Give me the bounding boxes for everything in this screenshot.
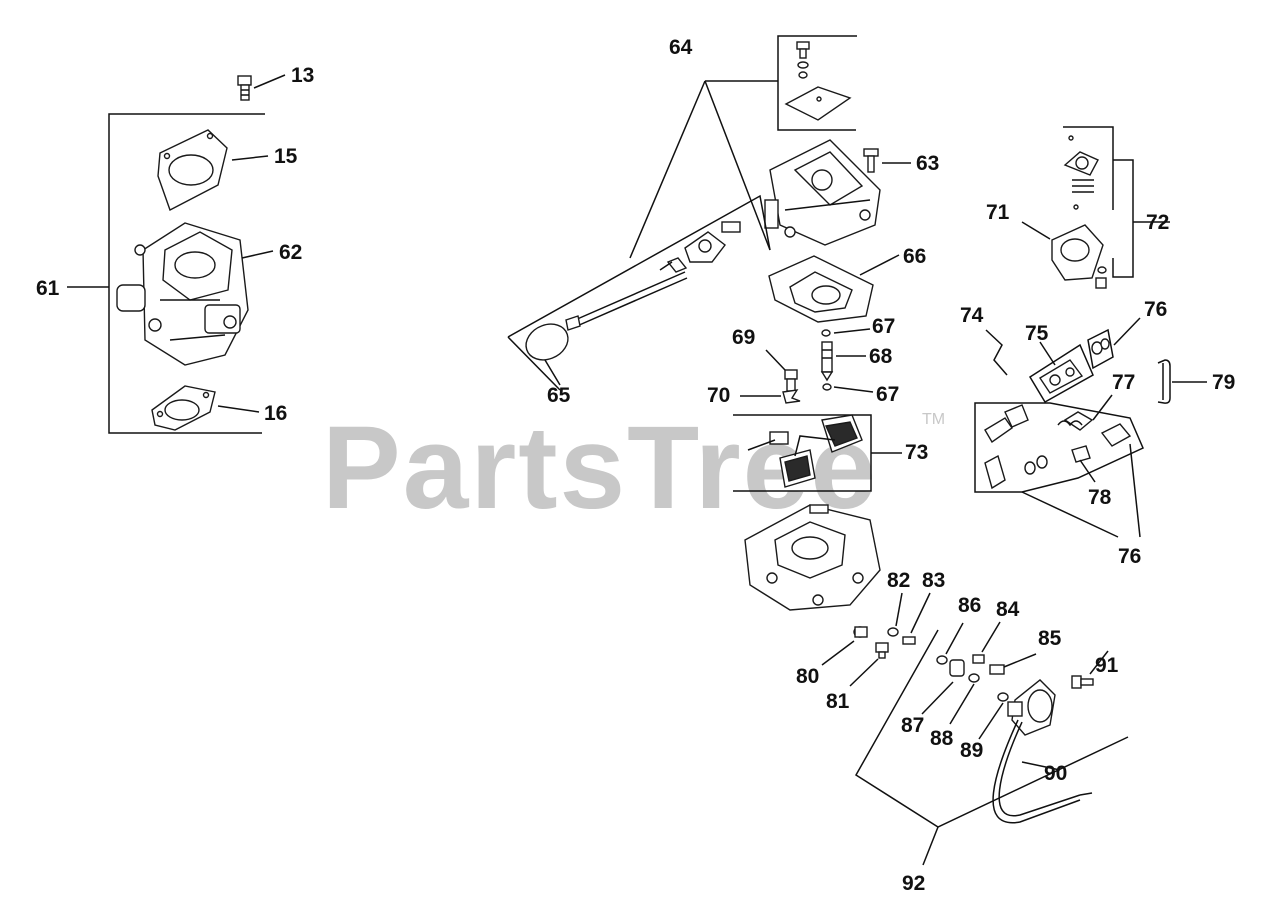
part-80-screw[interactable] [853,626,868,638]
label-15: 15 [274,145,298,168]
label-62: 62 [279,241,302,264]
label-91: 91 [1095,654,1119,677]
part-74-wire[interactable] [985,329,1008,376]
part-66-gasket[interactable] [768,255,874,323]
label-81: 81 [826,690,850,713]
label-88: 88 [930,727,954,750]
part-13-screw[interactable] [237,75,252,101]
label-13: 13 [291,64,314,87]
part-76-washers[interactable] [1091,338,1110,355]
part-73-float[interactable] [747,414,863,488]
part-68-needle[interactable] [820,329,834,391]
assembly-64-group: 64 63 65 66 [507,35,939,407]
part-81-screw[interactable] [875,642,889,659]
label-77: 77 [1112,371,1135,394]
label-73: 73 [905,441,928,464]
label-63: 63 [916,152,939,175]
label-87: 87 [901,714,924,737]
label-85: 85 [1038,627,1062,650]
carburetor-bowl-body[interactable] [744,504,881,611]
part-85-screw[interactable] [989,664,1005,675]
label-90: 90 [1044,762,1067,785]
assembly-61-group: 13 15 62 61 16 [36,64,314,434]
label-89: 89 [960,739,983,762]
watermark-trademark: TM [922,411,945,428]
carburetor-top-body[interactable] [764,139,881,246]
part-83-screw[interactable] [902,636,916,645]
part-71-housing[interactable] [1051,224,1104,281]
part-79-rod[interactable] [1157,359,1171,404]
label-76-bottom: 76 [1118,545,1141,568]
label-69: 69 [732,326,755,349]
part-84-screw[interactable] [972,654,985,664]
label-78: 78 [1088,486,1112,509]
label-64: 64 [669,36,693,59]
part-16-gasket[interactable] [151,385,216,431]
part-65-throttle-shaft[interactable] [525,221,741,361]
part-76-linkage-kit[interactable] [984,404,1132,490]
label-70: 70 [707,384,730,407]
needle-and-float-group: 67 68 67 69 70 73 [707,315,928,492]
part-87-jet[interactable] [949,659,965,677]
part-63-screw[interactable] [863,148,879,173]
part-62-carburetor[interactable] [116,222,249,366]
label-82: 82 [887,569,910,592]
label-67-bottom: 67 [876,383,899,406]
right-side-parts-group: 72 71 74 75 76 77 79 78 76 [960,126,1235,568]
label-74: 74 [960,304,984,327]
label-79: 79 [1212,371,1235,394]
part-15-gasket[interactable] [157,129,228,211]
part-64-cover-kit[interactable] [784,41,852,121]
part-91-screw[interactable] [1071,675,1094,689]
part-72-spring-kit[interactable] [1063,135,1107,289]
part-70-clip[interactable] [782,389,801,404]
label-76-top: 76 [1144,298,1167,321]
label-92: 92 [902,872,925,895]
part-69-screw[interactable] [784,369,798,392]
label-83: 83 [922,569,945,592]
part-86-ring[interactable] [936,655,948,665]
label-72: 72 [1146,211,1169,234]
label-84: 84 [996,598,1020,621]
label-68: 68 [869,345,893,368]
label-67-top: 67 [872,315,895,338]
part-82-ring[interactable] [887,627,899,637]
bowl-and-solenoid-group: 80 81 82 83 86 84 85 91 87 88 89 90 92 [744,504,1129,895]
part-88-ring[interactable] [968,673,980,683]
label-66: 66 [903,245,926,268]
label-75: 75 [1025,322,1049,345]
part-75-bracket[interactable] [1039,359,1084,394]
label-16: 16 [264,402,287,425]
label-61: 61 [36,277,60,300]
label-65: 65 [547,384,571,407]
label-80: 80 [796,665,819,688]
part-89-ring[interactable] [997,692,1009,702]
part-90-solenoid[interactable] [992,679,1093,824]
label-86: 86 [958,594,981,617]
label-71: 71 [986,201,1010,224]
